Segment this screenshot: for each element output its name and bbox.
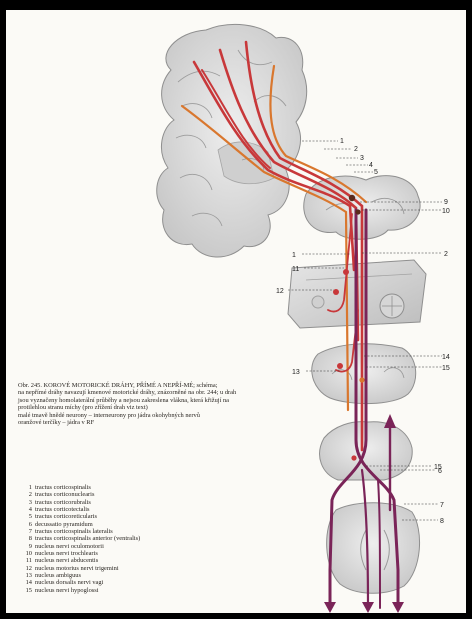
legend-item-5: 5tractus corticoreticularis (18, 513, 178, 520)
legend-item-12: 12nucleus motorius nervi trigemini (18, 565, 178, 572)
figure-legend: 1tractus corticospinalis 2tractus cortic… (18, 484, 178, 594)
label-9: 9 (444, 199, 448, 206)
figure-caption: Obr. 245. KOROVÉ MOTORICKÉ DRÁHY, PŘÍMÉ … (18, 382, 240, 426)
medulla-upper-section (312, 344, 416, 404)
legend-item-4: 4tractus corticotectalis (18, 506, 178, 513)
legend-item-2: 2tractus corticonuclearis (18, 491, 178, 498)
legend-item-11: 11nucleus nervi abducentis (18, 557, 178, 564)
legend-item-3: 3tractus corticorubralis (18, 499, 178, 506)
label-5: 5 (374, 169, 378, 176)
label-7: 7 (440, 502, 444, 509)
label-4: 4 (369, 162, 373, 169)
caption-title: Obr. 245. KOROVÉ MOTORICKÉ DRÁHY, PŘÍMÉ … (18, 382, 240, 389)
cerebral-hemisphere (157, 24, 307, 257)
label-14: 14 (442, 354, 450, 361)
label-13: 13 (292, 369, 300, 376)
legend-item-14: 14nucleus dorsalis nervi vagi (18, 579, 178, 586)
caption-line: oranžové terčíky – jádra v RF (18, 419, 240, 426)
label-15-upper: 15 (442, 365, 450, 372)
label-12: 12 (276, 288, 284, 295)
legend-item-13: 13nucleus ambiguus (18, 572, 178, 579)
label-3: 3 (360, 155, 364, 162)
legend-item-15: 15nucleus nervi hypoglossi (18, 587, 178, 594)
label-1-upper: 1 (340, 138, 344, 145)
scanned-page: 1 2 3 4 5 9 10 1 2 11 12 14 15 13 15 6 7… (6, 10, 466, 613)
legend-item-7: 7tractus corticospinalis lateralis (18, 528, 178, 535)
legend-item-6: 6decussatio pyramidum (18, 521, 178, 528)
label-11: 11 (292, 266, 299, 273)
label-2-upper: 2 (354, 146, 358, 153)
caption-line: malé tmavě hnědé neurony – interneurony … (18, 412, 240, 419)
label-10: 10 (442, 208, 450, 215)
legend-item-8: 8tractus corticospinalis anterior (ventr… (18, 535, 178, 542)
label-2-lower: 2 (444, 251, 448, 258)
legend-item-10: 10nucleus nervi trochlearis (18, 550, 178, 557)
label-1-lower: 1 (292, 252, 296, 259)
legend-item-1: 1tractus corticospinalis (18, 484, 178, 491)
caption-line: na nepřímé dráhy navazují kmenové motori… (18, 389, 240, 411)
label-8: 8 (440, 518, 444, 525)
legend-item-9: 9nucleus nervi oculomotorii (18, 543, 178, 550)
label-6: 6 (438, 468, 442, 475)
spinal-cord-section (327, 503, 420, 594)
